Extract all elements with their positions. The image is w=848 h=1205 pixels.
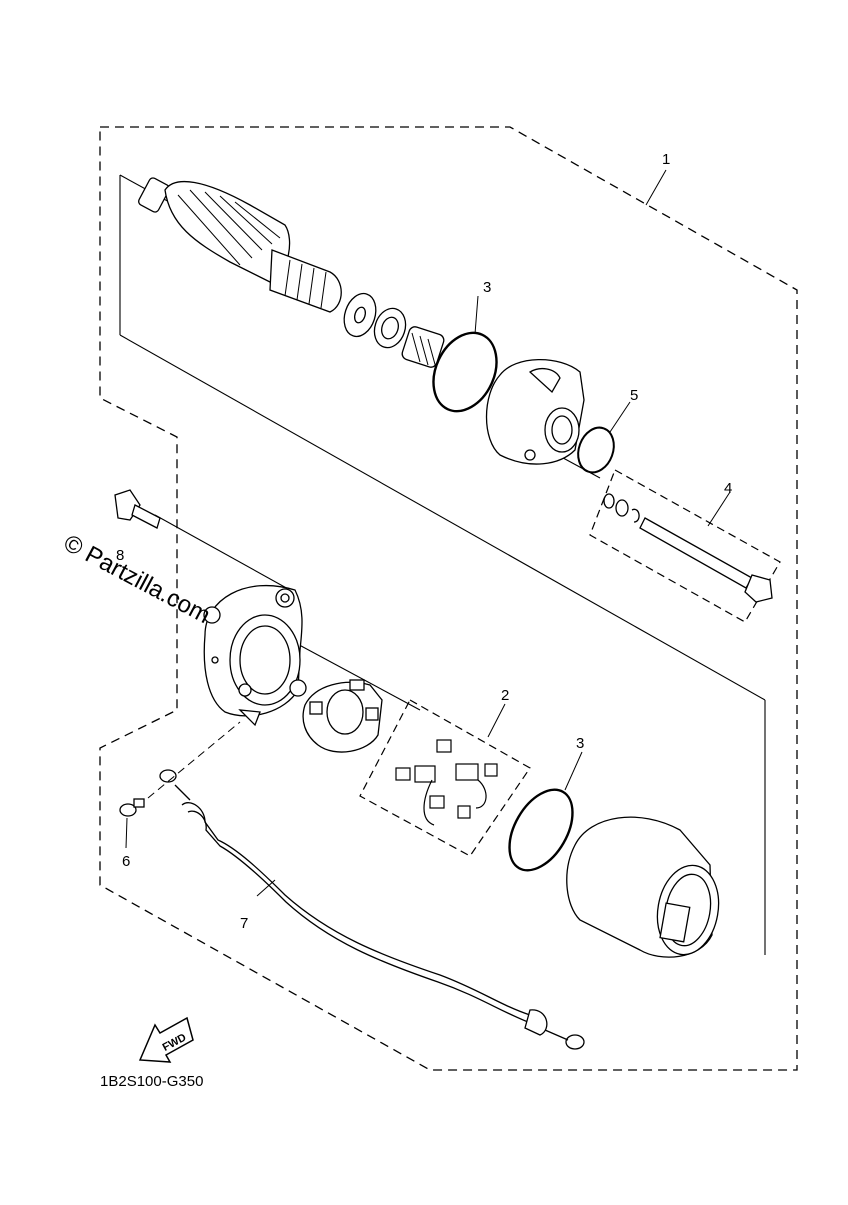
callout-7: 7 — [240, 915, 248, 932]
brush-holder — [302, 679, 383, 753]
armature — [138, 177, 342, 313]
callout-4: 4 — [724, 480, 732, 497]
bolt-6 — [119, 798, 145, 817]
callout-1: 1 — [662, 151, 670, 168]
assembly-outline — [99, 126, 798, 1071]
rear-housing — [203, 585, 307, 727]
callout-5: 5 — [630, 387, 638, 404]
bolt-set-outline — [589, 469, 781, 623]
lead-wire — [159, 769, 585, 1050]
callout-8: 8 — [116, 547, 124, 564]
brush-set-outline — [359, 699, 531, 857]
fwd-arrow — [138, 1016, 194, 1063]
diagram-code: 1B2S100-G350 — [100, 1073, 203, 1090]
o-ring-bottom — [508, 788, 574, 872]
watermark: © Partzilla.com — [59, 529, 214, 629]
yoke — [566, 816, 720, 958]
o-ring-small — [577, 426, 615, 474]
callout-2: 2 — [501, 687, 509, 704]
long-bolt — [603, 493, 773, 603]
brush-set — [395, 739, 498, 826]
callout-3b: 3 — [576, 735, 584, 752]
front-cover — [485, 358, 585, 465]
callout-3a: 3 — [483, 279, 491, 296]
bolt-8 — [114, 489, 161, 529]
washer-bearing-set — [343, 292, 445, 369]
callout-6: 6 — [122, 853, 130, 870]
o-ring-top — [432, 331, 498, 413]
